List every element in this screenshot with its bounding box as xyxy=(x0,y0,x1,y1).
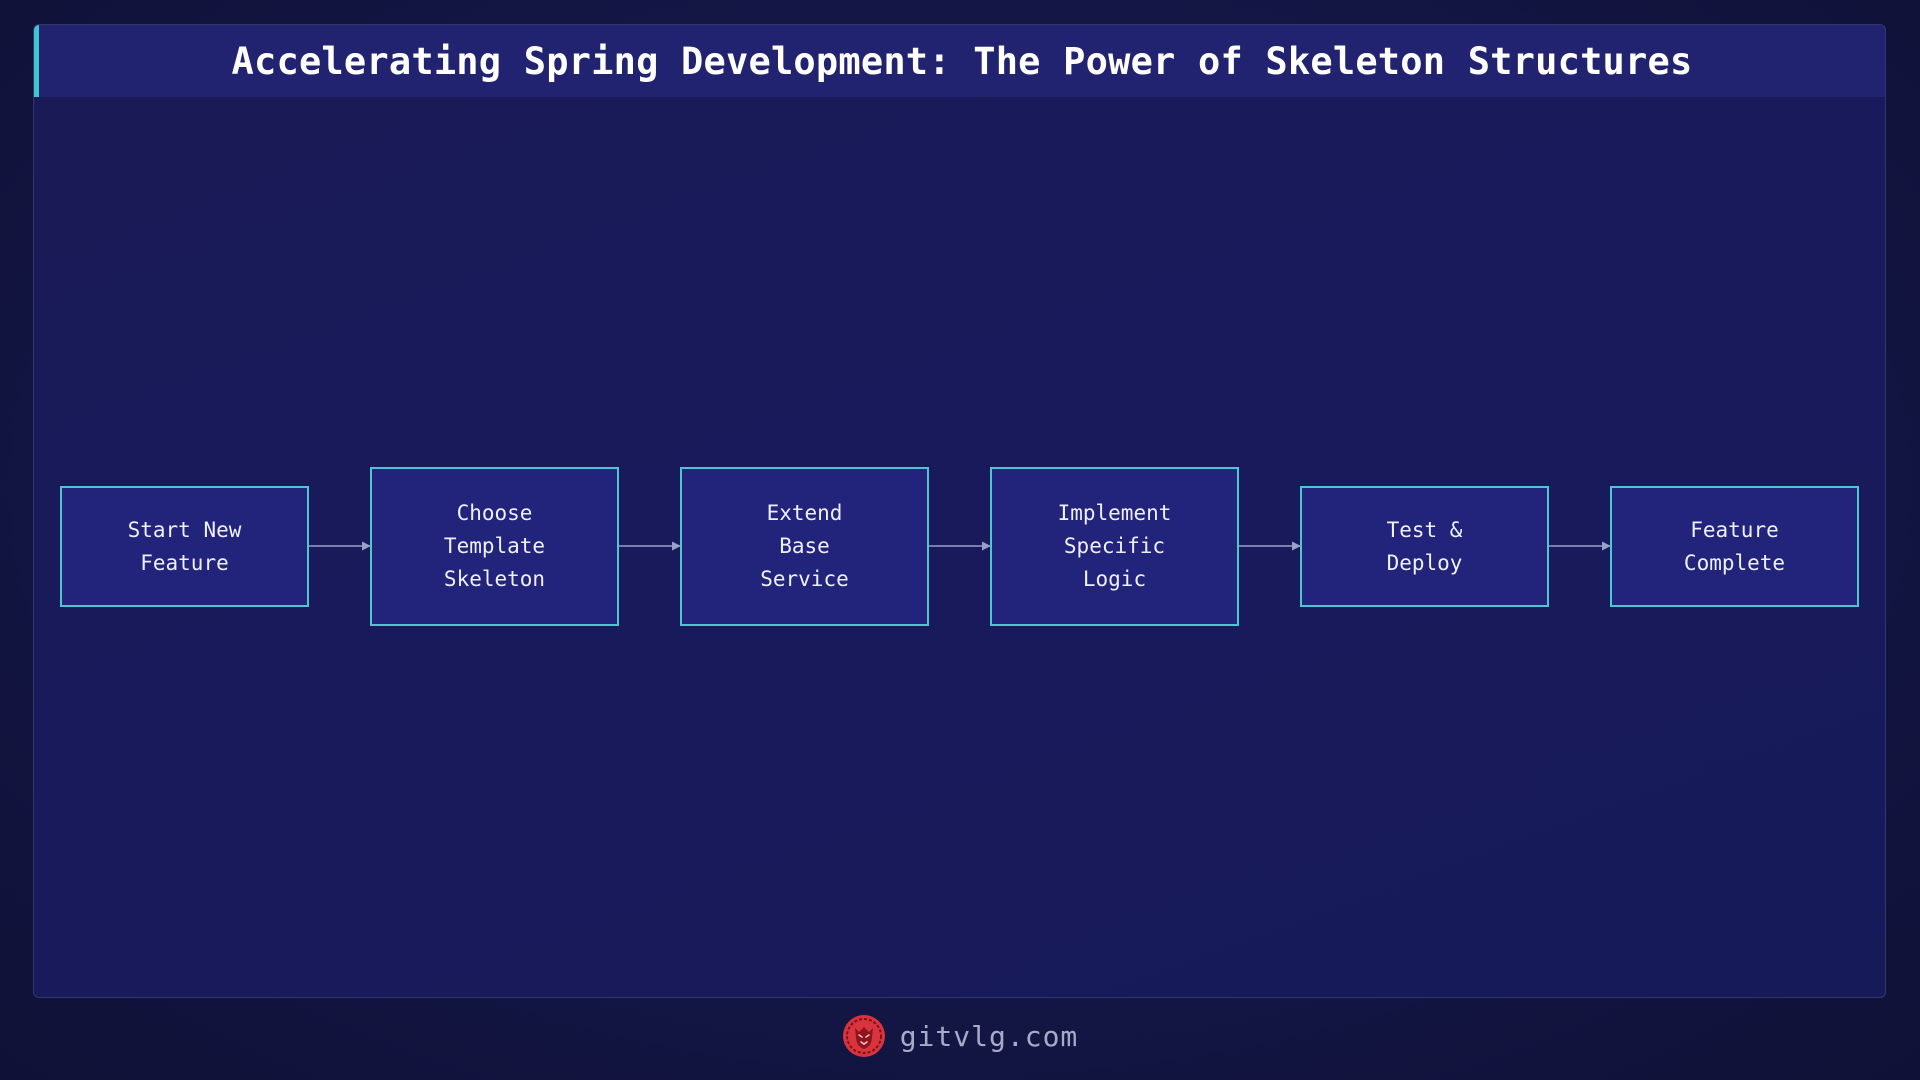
node-implement-specific-logic: Implement Specific Logic xyxy=(990,467,1239,626)
node-label: Implement Specific Logic xyxy=(1057,501,1172,591)
node-extend-base-service: Extend Base Service xyxy=(680,467,929,626)
node-choose-template-skeleton: Choose Template Skeleton xyxy=(370,467,619,626)
title-bar: Accelerating Spring Development: The Pow… xyxy=(34,25,1885,97)
node-label: Test & Deploy xyxy=(1386,517,1463,575)
node-label: Feature Complete xyxy=(1683,517,1786,575)
footer-site-link[interactable]: gitvlg.com xyxy=(899,1019,1079,1053)
footer: gitvlg.com xyxy=(0,1010,1920,1062)
node-start-new-feature: Start New Feature xyxy=(60,486,309,607)
diagram-panel: Accelerating Spring Development: The Pow… xyxy=(33,24,1886,998)
lion-head-icon[interactable] xyxy=(842,1014,886,1058)
node-label: Start New Feature xyxy=(127,517,242,575)
node-label: Extend Base Service xyxy=(760,501,849,591)
node-test-and-deploy: Test & Deploy xyxy=(1300,486,1549,607)
diagram-title: Accelerating Spring Development: The Pow… xyxy=(231,39,1693,83)
node-label: Choose Template Skeleton xyxy=(443,501,546,591)
node-feature-complete: Feature Complete xyxy=(1610,486,1859,607)
